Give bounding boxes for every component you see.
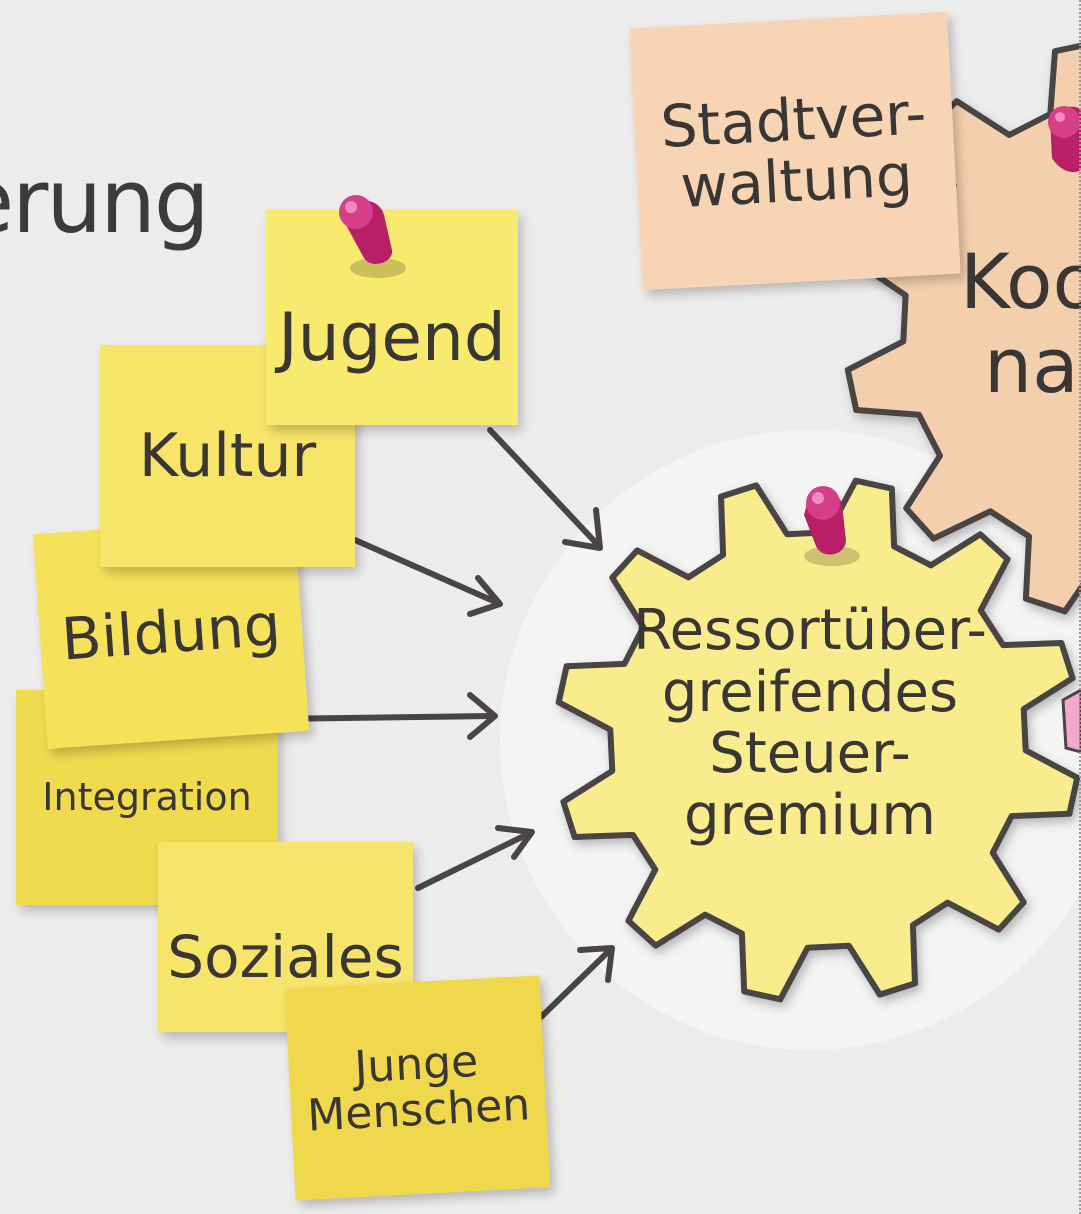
page-edge [1077, 0, 1081, 1214]
arrow-soziales [415, 825, 535, 891]
note-integration-label: Integration [42, 774, 252, 819]
gear-central-line-4: gremium [684, 782, 936, 848]
note-jugend: Jugend [266, 210, 518, 425]
gear-top-right-line-2: na [984, 320, 1079, 410]
note-soziales-label: Soziales [167, 922, 404, 991]
pin-jugend [339, 195, 406, 278]
note-kultur-label: Kultur [138, 420, 317, 491]
gear-central-line-1: Ressortüber- [633, 598, 987, 663]
gear-top-right-label: Koo na [960, 240, 1081, 407]
gear-top-right [844, 42, 1081, 615]
arrow-junge-menschen [537, 945, 615, 1021]
note-jugend-label: Jugend [278, 298, 506, 376]
arrow-kultur [352, 537, 503, 617]
pink-note-edge [1061, 688, 1081, 754]
gear-central-line-2: greifendes [661, 659, 959, 725]
pin-top-right-gear [1048, 106, 1081, 173]
gear-central [555, 477, 1081, 1003]
gear-top-right-line-1: Koo [960, 237, 1081, 326]
gear-central-line-3: Steuer- [709, 721, 911, 787]
gear-central-label: Ressortüber- greifendes Steuer- gremium [620, 600, 1000, 846]
diagram-heading: erung [0, 150, 210, 253]
pin-central-gear [804, 486, 860, 566]
arrow-jugend [487, 427, 603, 551]
